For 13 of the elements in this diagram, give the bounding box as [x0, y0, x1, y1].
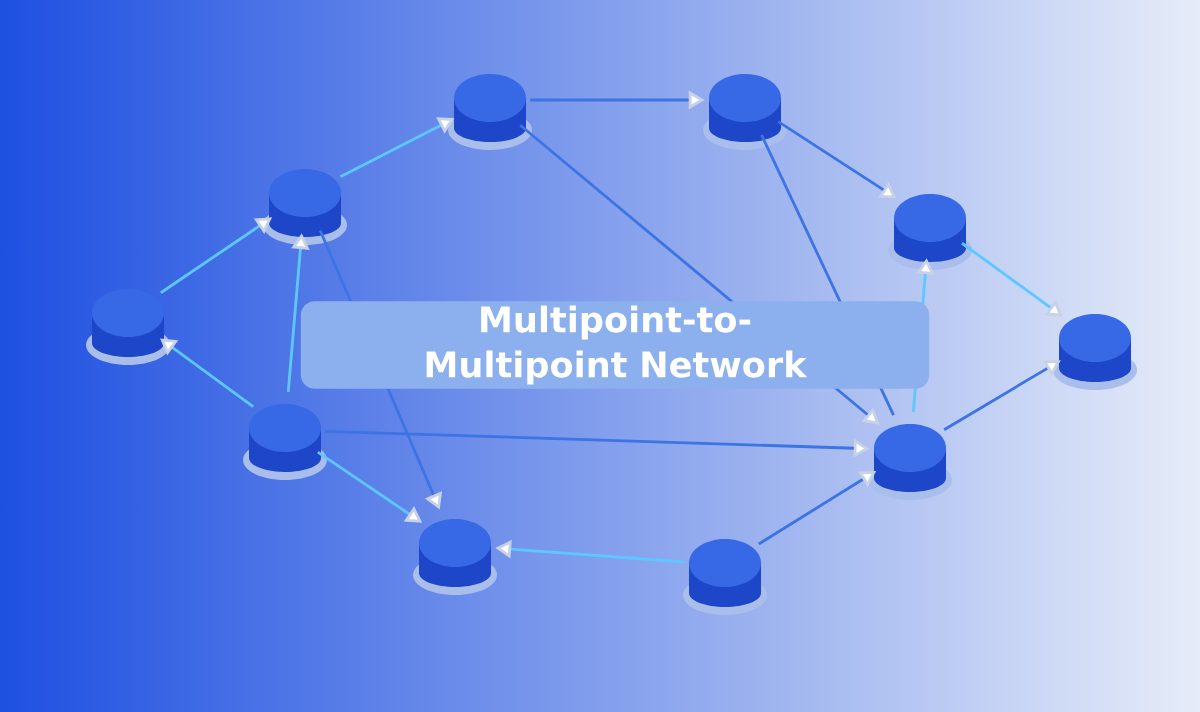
network-node: [86, 289, 170, 365]
arrow: [961, 242, 1063, 317]
network-node: [448, 74, 532, 150]
network-node: [263, 169, 347, 245]
title: Multipoint-to-Multipoint Network: [300, 301, 930, 389]
network-node: [243, 404, 327, 480]
network-node: [683, 539, 767, 615]
arrow: [160, 338, 254, 408]
network-node: [868, 424, 952, 500]
network-node: [703, 74, 787, 150]
network-node: [1053, 314, 1137, 390]
network-node: [888, 194, 972, 270]
network-node: [413, 519, 497, 595]
